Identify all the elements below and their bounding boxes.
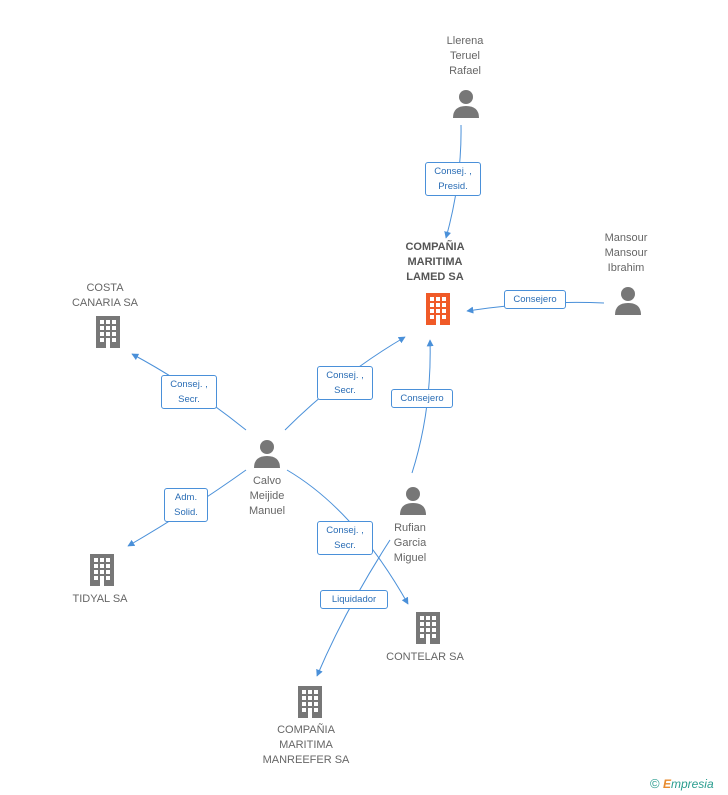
person-icon[interactable] [451, 88, 481, 118]
edge-label-rufian-manreefer[interactable]: Liquidador [320, 590, 388, 609]
node-label-lamed[interactable]: COMPAÑIA MARITIMA LAMED SA [405, 241, 465, 283]
building-icon[interactable] [86, 552, 118, 588]
node-label-rufian[interactable]: Rufian Garcia Miguel [393, 522, 427, 564]
edge-label-llerena-lamed[interactable]: Consej. , Presid. [425, 162, 481, 196]
node-label-manreefer[interactable]: COMPAÑIA MARITIMA MANREEFER SA [262, 724, 350, 766]
building-icon[interactable] [412, 610, 444, 646]
node-label-costa[interactable]: COSTA CANARIA SA [71, 282, 139, 309]
person-icon[interactable] [398, 485, 428, 515]
copyright-symbol: © [650, 776, 660, 791]
edge-label-calvo-contelar[interactable]: Consej. , Secr. [317, 521, 373, 555]
building-icon[interactable] [422, 291, 454, 327]
node-label-llerena[interactable]: Llerena Teruel Rafael [446, 35, 484, 77]
brand-logo-text: mpresia [670, 777, 714, 791]
person-icon[interactable] [613, 285, 643, 315]
node-label-mansour[interactable]: Mansour Mansour Ibrahim [604, 232, 648, 274]
building-icon[interactable] [294, 684, 326, 720]
brand-footer: © Empresia [650, 776, 714, 791]
brand-logo-letter: E [662, 777, 671, 791]
edge-label-mansour-lamed[interactable]: Consejero [504, 290, 566, 309]
node-label-contelar[interactable]: CONTELAR SA [386, 651, 464, 663]
person-icon[interactable] [252, 438, 282, 468]
edge-label-rufian-lamed[interactable]: Consejero [391, 389, 453, 408]
node-label-tidyal[interactable]: TIDYAL SA [72, 593, 128, 605]
edge-rufian-lamed [411, 339, 434, 474]
edge-label-calvo-lamed[interactable]: Consej. , Secr. [317, 366, 373, 400]
node-label-calvo[interactable]: Calvo Meijide Manuel [248, 475, 286, 517]
building-icon[interactable] [92, 314, 124, 350]
edge-label-calvo-costa[interactable]: Consej. , Secr. [161, 375, 217, 409]
edge-label-calvo-tidyal[interactable]: Adm. Solid. [164, 488, 208, 522]
